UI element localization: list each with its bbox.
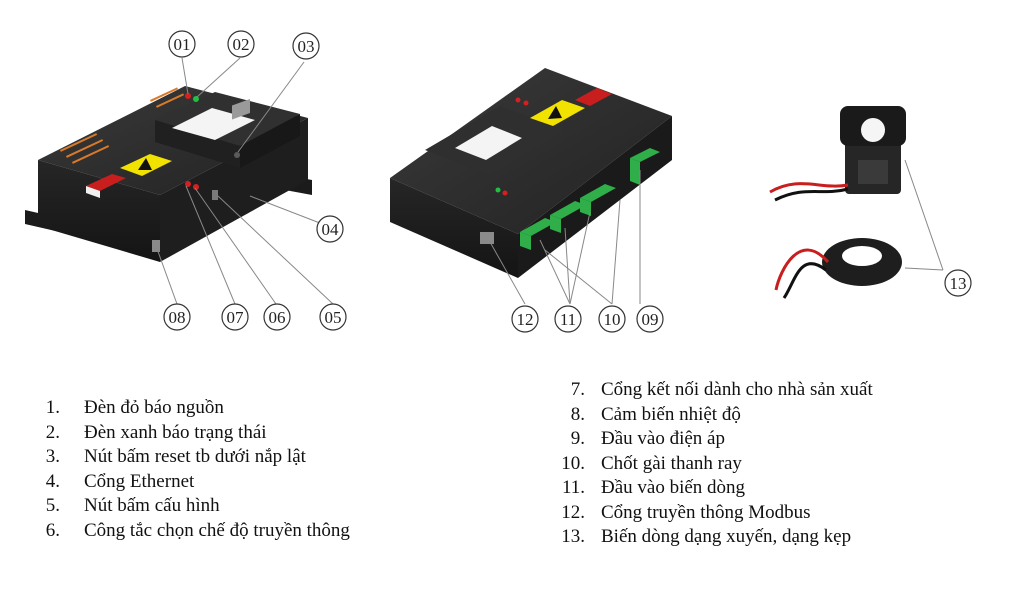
- legend-item-number: 6.: [45, 519, 60, 541]
- legend-right: 7. Cổng kết nối dành cho nhà sản xuất 8. Cả…: [545, 378, 873, 550]
- callout-circle: [944, 269, 972, 297]
- legend-item-number: 10.: [561, 452, 585, 474]
- legend-item-number: 9.: [570, 428, 585, 449]
- ct-input-terminals: [520, 184, 616, 250]
- legend-item-number: 8.: [570, 403, 585, 425]
- callout-number: 10: [604, 310, 621, 329]
- callout-number: 03: [298, 37, 315, 56]
- status-led-green: [193, 96, 199, 102]
- callout-number: 12: [517, 310, 534, 329]
- callout-04: 04: [316, 215, 344, 243]
- callout-number: 06: [269, 308, 286, 327]
- callout-circle: [636, 305, 664, 333]
- ethernet-port: [232, 99, 250, 120]
- callout-number: 09: [642, 310, 659, 329]
- callout-circle: [221, 303, 249, 331]
- callout-circle: [511, 305, 539, 333]
- legend-item-text: Đèn đỏ báo nguồn: [84, 397, 224, 418]
- callout-number: 13: [950, 274, 967, 293]
- modbus-port: [480, 232, 494, 244]
- legend-item: 10. Chốt gài thanh ray: [545, 452, 873, 477]
- legend-item-number: 5.: [45, 495, 60, 516]
- callout-13: 13: [944, 269, 972, 297]
- legend-item-text: Đèn xanh báo trạng thái: [84, 421, 267, 443]
- power-led-red: [185, 93, 191, 99]
- legend-item-number: 11.: [561, 477, 585, 498]
- callout-11: 11: [554, 305, 582, 333]
- legend-item-number: 3.: [45, 446, 60, 467]
- legend-item-number: 4.: [45, 470, 60, 492]
- callout-01: 01: [168, 30, 196, 58]
- callout-06: 06: [263, 303, 291, 331]
- callout-circle: [554, 305, 582, 333]
- legend-item: 3. Nút bấm reset tb dưới nắp lật: [30, 445, 350, 470]
- callout-circle: [598, 305, 626, 333]
- legend-item: 6. Công tắc chọn chế độ truyền thông: [30, 519, 350, 544]
- legend-item: 8. Cảm biến nhiệt độ: [545, 403, 873, 428]
- current-transformers: [769, 106, 906, 299]
- callout-circle: [316, 215, 344, 243]
- legend-item-number: 12.: [561, 501, 585, 523]
- legend-item-text: Đầu vào biến dòng: [601, 477, 746, 498]
- callout-12: 12: [511, 305, 539, 333]
- callout-number: 08: [169, 308, 186, 327]
- legend-item-text: Cổng kết nối dành cho nhà sản xuất: [601, 379, 873, 400]
- device-front-view: [25, 86, 312, 262]
- callout-number: 04: [322, 220, 340, 239]
- callout-circle: [227, 30, 255, 58]
- legend-item-text: Đầu vào điện áp: [601, 428, 725, 449]
- callout-number: 01: [174, 35, 191, 54]
- callout-circle: [319, 303, 347, 331]
- legend-item: 11. Đầu vào biến dòng: [545, 476, 873, 501]
- callout-08: 08: [163, 303, 191, 331]
- legend-left: 1. Đèn đỏ báo nguồn 2. Đèn xanh báo trạng t…: [30, 396, 350, 543]
- legend-item: 4. Cổng Ethernet: [30, 470, 350, 495]
- callout-10: 10: [598, 305, 626, 333]
- voltage-input-terminal: [630, 148, 660, 185]
- callout-03: 03: [292, 32, 320, 60]
- legend-item: 7. Cổng kết nối dành cho nhà sản xuất: [545, 378, 873, 403]
- callout-number: 02: [233, 35, 250, 54]
- legend-item-text: Biến dòng dạng xuyến, dạng kẹp: [601, 526, 852, 547]
- legend-item: 13. Biến dòng dạng xuyến, dạng kẹp: [545, 525, 873, 550]
- device-diagram: 01 02 03 04 05 06 07 08 09 10 11 12 13: [25, 30, 972, 333]
- callout-number: 07: [227, 308, 245, 327]
- legend-item-number: 13.: [561, 526, 585, 547]
- legend-item-number: 1.: [45, 397, 60, 418]
- legend-item-text: Nút bấm cấu hình: [84, 495, 220, 516]
- legend-item-text: Chốt gài thanh ray: [601, 452, 742, 474]
- callout-circle: [168, 30, 196, 58]
- callout-05: 05: [319, 303, 347, 331]
- legend-item-number: 2.: [45, 421, 60, 443]
- leader-lines: [155, 57, 944, 305]
- reset-button: [234, 152, 240, 158]
- legend-item-text: Nút bấm reset tb dưới nắp lật: [84, 446, 306, 467]
- legend-item: 5. Nút bấm cấu hình: [30, 494, 350, 519]
- legend-item-text: Cảm biến nhiệt độ: [601, 403, 741, 425]
- legend-item-number: 7.: [570, 379, 585, 400]
- legend-item: 12. Cổng truyền thông Modbus: [545, 501, 873, 526]
- legend-item-text: Cổng truyền thông Modbus: [601, 501, 811, 523]
- device-rear-view: [390, 68, 672, 278]
- legend-item-text: Công tắc chọn chế độ truyền thông: [84, 519, 350, 541]
- callout-circle: [292, 32, 320, 60]
- legend-item: 2. Đèn xanh báo trạng thái: [30, 421, 350, 446]
- legend-item-text: Cổng Ethernet: [84, 470, 195, 492]
- callout-circle: [263, 303, 291, 331]
- legend-item: 1. Đèn đỏ báo nguồn: [30, 396, 350, 421]
- callout-number: 05: [325, 308, 342, 327]
- callout-circle: [163, 303, 191, 331]
- config-button: [212, 190, 218, 200]
- danger-sticker: [86, 174, 126, 191]
- callout-02: 02: [227, 30, 255, 58]
- callout-number: 11: [560, 310, 576, 329]
- legend-item: 9. Đầu vào điện áp: [545, 427, 873, 452]
- callout-07: 07: [221, 303, 249, 331]
- callout-09: 09: [636, 305, 664, 333]
